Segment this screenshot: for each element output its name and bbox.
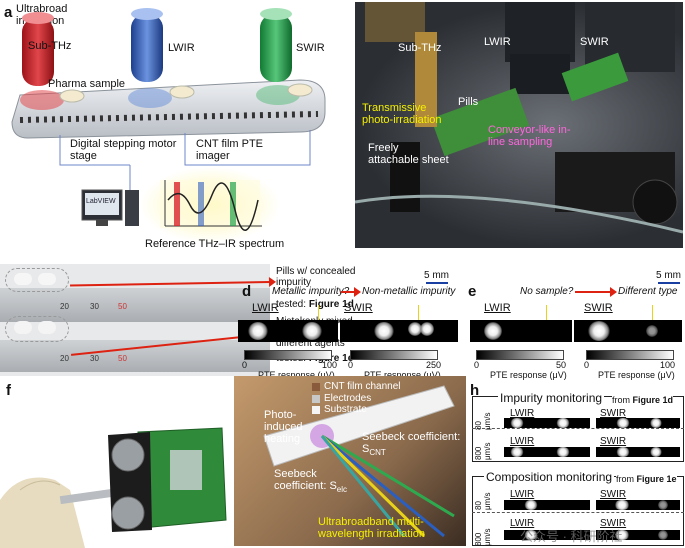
d-swir-unit: PTE response (μV) xyxy=(364,370,441,380)
b-conveyor-label: Conveyor-like in-line sampling xyxy=(488,124,571,148)
ruler-tick: 30 xyxy=(90,354,99,363)
swir-tube xyxy=(260,14,292,82)
b-swir-label: SWIR xyxy=(580,36,609,48)
e-lwir-colorbar xyxy=(476,350,564,360)
d-lwir-image xyxy=(238,320,338,342)
spectrum-label: Reference THz–IR spectrum xyxy=(145,238,285,250)
h-speed-800-a: 800 μm/s xyxy=(474,442,492,461)
b-pills-label: Pills xyxy=(458,96,479,108)
e-swir-image xyxy=(574,320,682,342)
ruler-tick: 30 xyxy=(90,302,99,311)
d-lwir-unit: PTE response (μV) xyxy=(258,370,335,380)
b-lwir-label: LWIR xyxy=(484,36,511,48)
g-legend-3: Substrate xyxy=(324,404,367,415)
d-lwir: LWIR xyxy=(252,302,279,314)
d-swir-image xyxy=(340,320,458,342)
swir-label: SWIR xyxy=(296,42,325,54)
g-seebeck-elc: Seebeck coefficient: Selc xyxy=(274,468,348,495)
e-scale-bar xyxy=(658,282,680,284)
d-q2: Non-metallic impurity xyxy=(362,286,456,297)
g-legend-1: CNT film channel xyxy=(324,381,401,392)
b-subthz-label: Sub-THz xyxy=(398,42,442,54)
watermark: 公众号 · 科研阶社 xyxy=(520,529,623,544)
e-scale-text: 5 mm xyxy=(656,270,681,281)
g-seebeck-cnt: Seebeck coefficient: SCNT xyxy=(362,431,461,458)
h-composition-from: from Figure 1e xyxy=(616,474,677,484)
d-scale-text: 5 mm xyxy=(424,270,449,281)
d-swir-max: 250 xyxy=(426,360,442,370)
b-sheet-label: Freely attachable sheet xyxy=(368,142,449,166)
e-swir-max: 100 xyxy=(660,360,676,370)
imager-label: CNT film PTE imager xyxy=(196,138,264,162)
e-q2: Different type xyxy=(618,286,678,297)
c-note-1: Pills w/ concealed impurity xyxy=(276,266,356,288)
h-lwir-4: LWIR xyxy=(510,518,535,529)
panel-a-label: a xyxy=(4,4,13,21)
c-tested-1: tested: Figure 1d xyxy=(276,299,354,310)
e-swir-colorbar xyxy=(586,350,674,360)
h-speed-80-a: 80 μm/s xyxy=(474,412,492,431)
h-composition-title: Composition monitoring xyxy=(484,470,615,484)
h-lwir-3: LWIR xyxy=(510,489,535,500)
subthz-tube xyxy=(22,18,54,86)
pharma-sample-label: Pharma sample xyxy=(48,78,126,90)
panel-e-label: e xyxy=(468,283,477,300)
g-heating-label: Photo-induced heating xyxy=(264,409,303,445)
panel-h-label: h xyxy=(470,382,480,399)
h-swir-3: SWIR xyxy=(600,489,627,500)
device-photo xyxy=(0,427,227,548)
h-impurity-from: from Figure 1d xyxy=(612,395,674,405)
d-lwir-colorbar xyxy=(244,350,332,360)
e-lwir: LWIR xyxy=(484,302,511,314)
h-speed-800-b: 800 μm/s xyxy=(474,528,492,547)
d-lwir-min: 0 xyxy=(242,360,248,370)
h-speed-80-b: 80 μm/s xyxy=(474,492,492,511)
panel-f-label: f xyxy=(6,382,11,399)
h-swir-4: SWIR xyxy=(600,518,627,529)
d-q1: Metallic impurity? xyxy=(272,286,350,297)
panel-d-label: d xyxy=(242,283,252,300)
e-q1: No sample? xyxy=(520,286,574,297)
d-swir-colorbar xyxy=(350,350,438,360)
e-lwir-min: 0 xyxy=(474,360,480,370)
ruler-tick: 50 xyxy=(118,302,127,311)
h-swir-1: SWIR xyxy=(600,408,627,419)
e-lwir-max: 50 xyxy=(556,360,567,370)
h-impurity-title: Impurity monitoring xyxy=(498,391,605,405)
g-legend-2: Electrodes xyxy=(324,393,372,404)
ruler-tick: 20 xyxy=(60,302,69,311)
g-irradiation-label: Ultrabroadband multi-wavelength irradiat… xyxy=(318,516,426,540)
d-lwir-max: 100 xyxy=(322,360,338,370)
ruler-tick: 20 xyxy=(60,354,69,363)
ruler-tick: 50 xyxy=(118,354,127,363)
subthz-label: Sub-THz xyxy=(28,40,72,52)
b-transmissive-label: Transmissive photo-irradiation xyxy=(362,102,442,126)
setup-photo xyxy=(355,2,683,248)
h-lwir-1: LWIR xyxy=(510,408,535,419)
d-scale-bar xyxy=(426,282,448,284)
d-arrow xyxy=(341,287,361,297)
flexible-sheet-photo xyxy=(234,376,466,546)
e-lwir-image xyxy=(470,320,572,342)
d-swir: SWIR xyxy=(344,302,373,314)
lwir-label: LWIR xyxy=(168,42,195,54)
d-swir-min: 0 xyxy=(348,360,354,370)
lwir-tube xyxy=(131,14,163,82)
e-swir: SWIR xyxy=(584,302,613,314)
h-swir-2: SWIR xyxy=(600,436,627,447)
e-swir-min: 0 xyxy=(584,360,590,370)
e-arrow xyxy=(575,287,617,297)
panel-a-illustration xyxy=(11,8,326,243)
e-lwir-unit: PTE response (μV) xyxy=(490,370,567,380)
e-swir-unit: PTE response (μV) xyxy=(598,370,675,380)
h-lwir-2: LWIR xyxy=(510,436,535,447)
stage-label: Digital stepping motor stage xyxy=(70,138,177,162)
labview-label: LabVIEW xyxy=(86,198,116,205)
